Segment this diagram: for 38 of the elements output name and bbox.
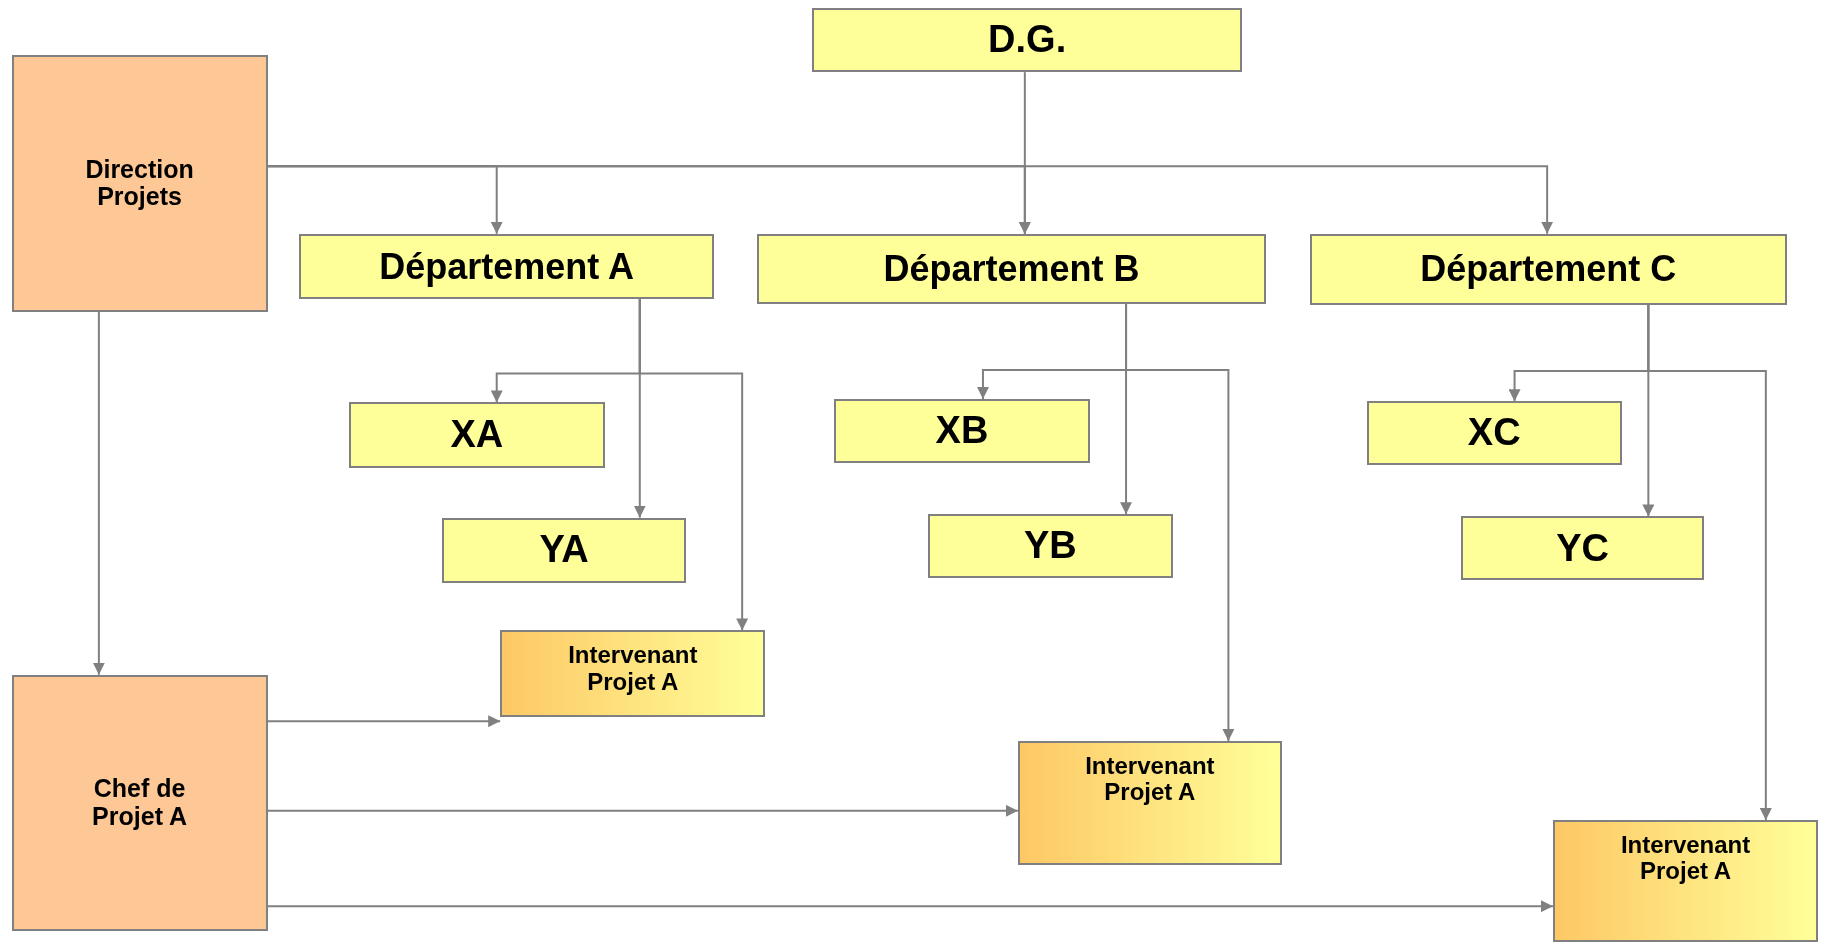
box-label: Direction Projets [84, 155, 195, 211]
box-label: YB [1024, 525, 1077, 568]
member-box [1552, 820, 1819, 943]
box-label: Département B [883, 248, 1140, 289]
connector-arrow [266, 715, 502, 728]
org-box [348, 402, 605, 468]
box-label: D.G. [988, 19, 1067, 61]
box-label: XB [935, 410, 989, 452]
connector-arrow [92, 310, 105, 676]
org-box [1366, 401, 1622, 466]
org-box [1461, 516, 1705, 581]
org-box [298, 233, 715, 299]
connector-arrow [266, 804, 1019, 817]
box-label: Chef de Projet A [91, 775, 189, 831]
org-box [834, 399, 1090, 463]
org-box [928, 514, 1173, 579]
connector-arrow [638, 297, 749, 632]
org-box [1309, 233, 1787, 305]
box-label: Département C [1420, 249, 1677, 290]
connector-arrow [266, 165, 1554, 235]
box-label: Département A [379, 246, 634, 287]
box-label: Intervenant Projet A [567, 642, 699, 696]
org-box [757, 233, 1266, 304]
box-label: XC [1467, 412, 1521, 455]
box-label: Intervenant Projet A [1084, 753, 1216, 806]
org-box [442, 517, 687, 583]
box-label: YA [539, 529, 589, 572]
org-box [811, 8, 1243, 73]
project-box [11, 54, 268, 312]
box-label: Intervenant Projet A [1619, 832, 1752, 885]
connector-arrow [1018, 71, 1031, 235]
box-label: XA [450, 414, 504, 456]
member-box [1017, 741, 1282, 866]
member-box [500, 630, 766, 717]
connector-arrow [1647, 303, 1772, 822]
connector-arrow [266, 900, 1554, 913]
box-label: YC [1556, 527, 1609, 570]
project-box [11, 674, 268, 931]
